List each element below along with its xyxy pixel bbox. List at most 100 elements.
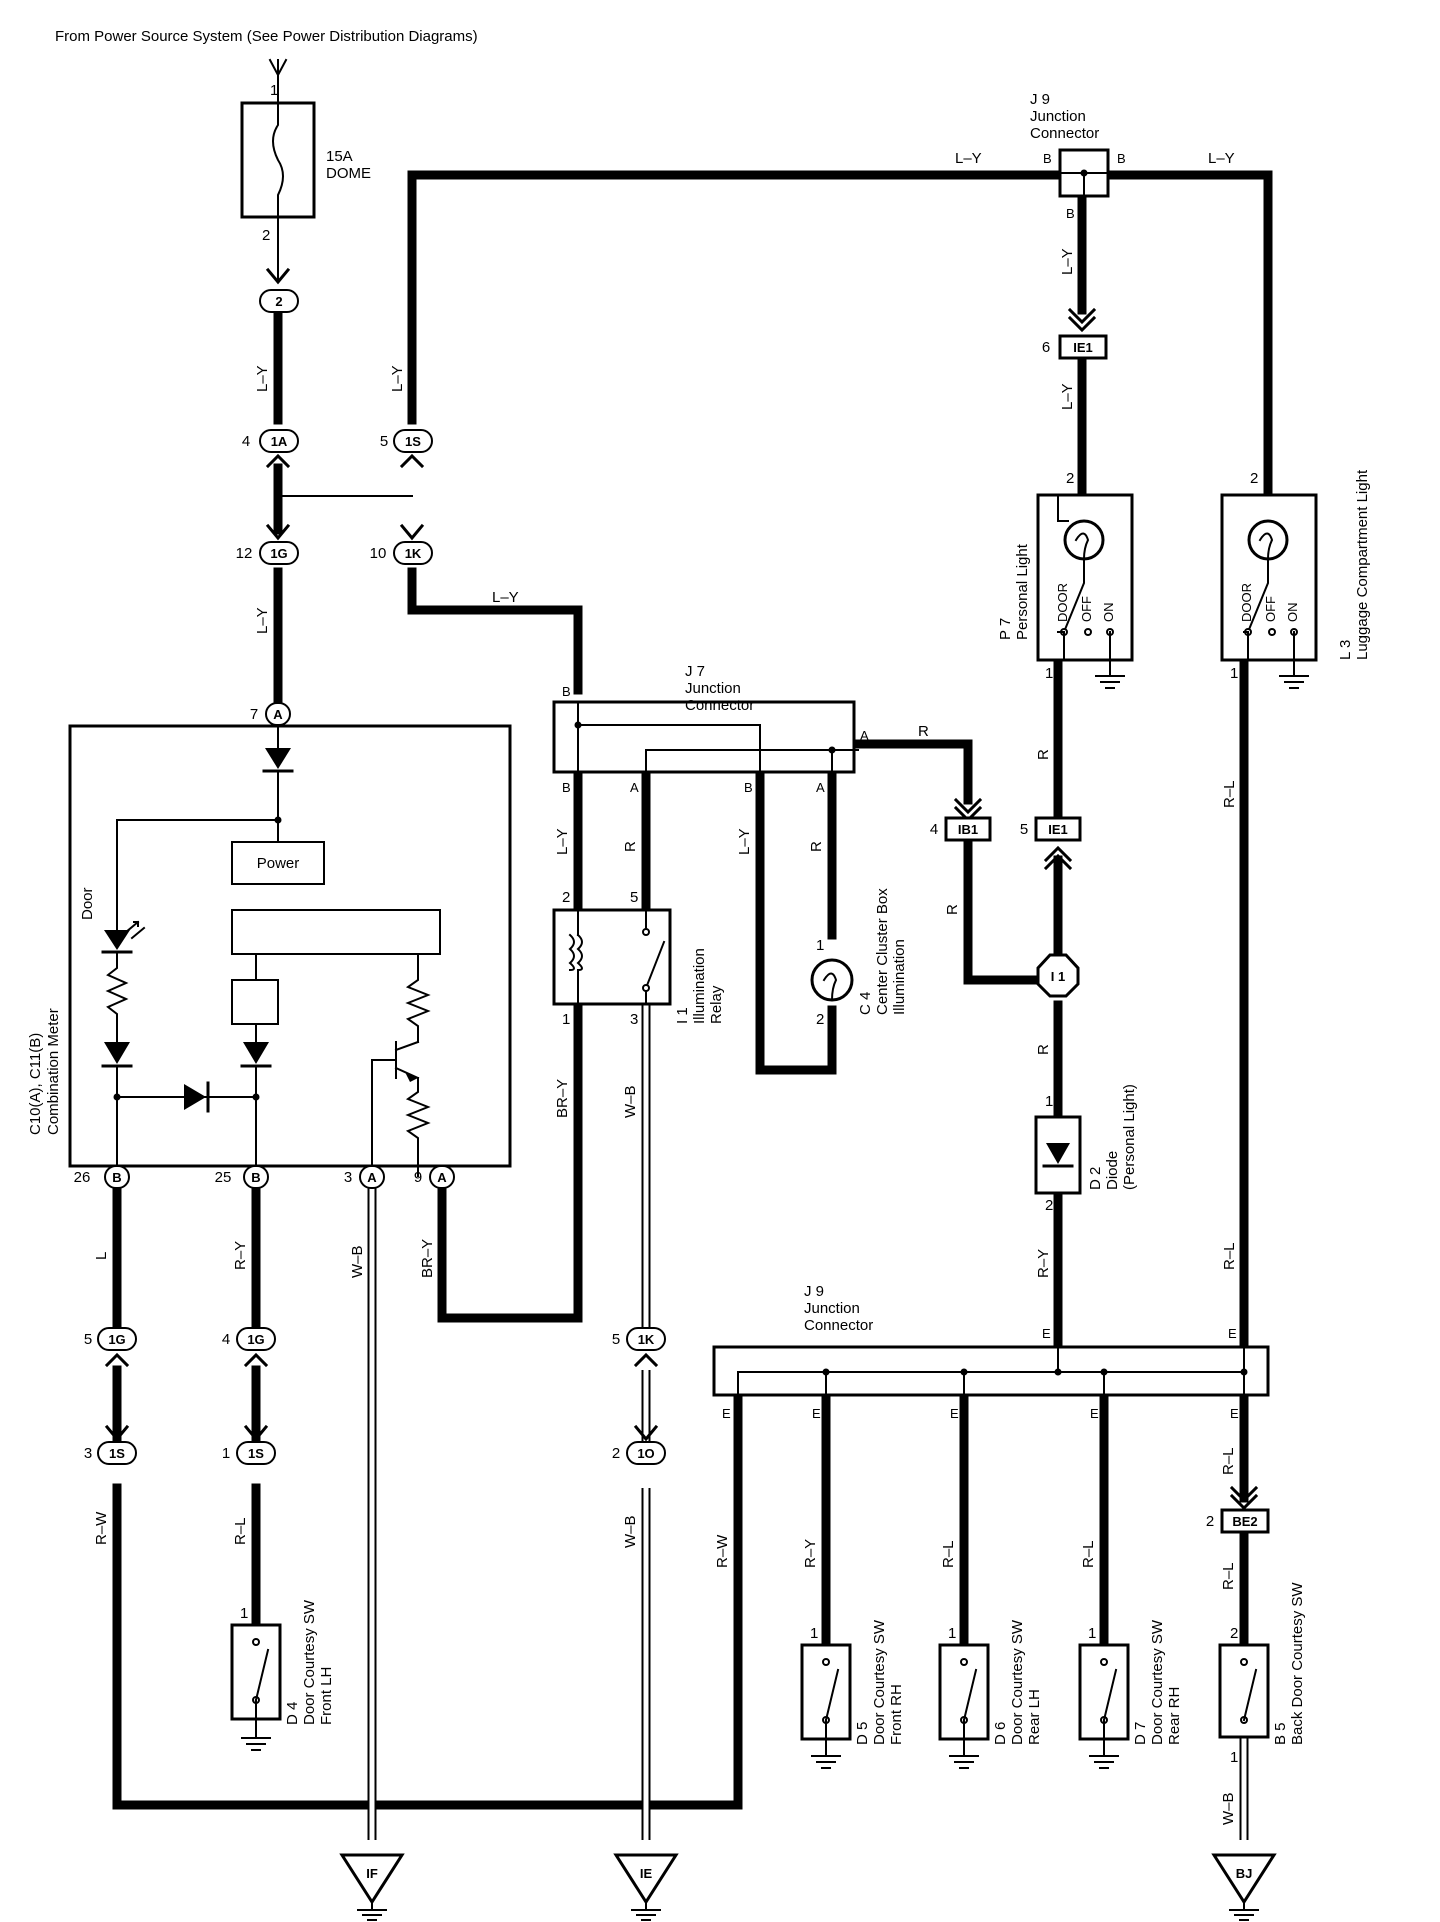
svg-text:1: 1 [810,1625,818,1642]
diagram-title: From Power Source System (See Power Dist… [55,28,478,45]
svg-text:1: 1 [816,937,824,954]
svg-text:1: 1 [1045,1093,1053,1110]
junction-connector-j9-top: J 9 Junction Connector B B B [1030,91,1126,221]
svg-text:A: A [630,780,639,795]
arrow-marks [104,267,1259,1511]
svg-text:W–B: W–B [622,1085,639,1118]
pin-5: 5 [380,433,388,450]
svg-text:D 2: D 2 [1087,1167,1104,1190]
svg-text:Power: Power [257,855,300,872]
svg-text:Back Door Courtesy SW: Back Door Courtesy SW [1289,1582,1306,1745]
svg-text:L–Y: L–Y [554,828,571,855]
svg-text:1: 1 [1088,1625,1096,1642]
svg-text:IB1: IB1 [958,822,978,837]
svg-text:R–Y: R–Y [802,1539,819,1568]
svg-text:D 4: D 4 [284,1702,301,1725]
svg-text:Junction: Junction [804,1300,860,1317]
svg-text:3: 3 [84,1445,92,1462]
door-switch-d6: 1 D 6 Door Courtesy SW Rear LH [938,1619,1043,1769]
svg-text:A: A [860,728,869,743]
connector-ie1-top: IE1 6 [1042,334,1108,360]
center-cluster-box-illumination: 1 2 C 4 Center Cluster Box Illumination [810,888,908,1028]
svg-text:Connector: Connector [804,1317,873,1334]
svg-text:J 9: J 9 [804,1283,824,1300]
svg-text:R–L: R–L [1220,1447,1237,1475]
svg-text:1: 1 [1230,1749,1238,1766]
svg-text:5: 5 [612,1331,620,1348]
diode-d2: 1 2 D 2 Diode (Personal Light) [1034,1084,1138,1214]
svg-text:R–L: R–L [1221,780,1238,808]
svg-text:2: 2 [1206,1513,1214,1530]
svg-text:L: L [93,1252,110,1260]
svg-text:Door Courtesy SW: Door Courtesy SW [871,1619,888,1745]
svg-text:W–B: W–B [622,1515,639,1548]
svg-text:2: 2 [1250,470,1258,487]
door-switch-d5: 1 D 5 Door Courtesy SW Front RH [800,1619,905,1769]
pin-10: 10 [370,545,387,562]
svg-text:R: R [1035,1044,1052,1055]
svg-text:Illumination: Illumination [891,939,908,1015]
combination-meter: A 7 Power Door C10(A), C11(B) [27,699,512,1177]
svg-text:R: R [1035,749,1052,760]
svg-text:BR–Y: BR–Y [554,1079,571,1118]
svg-text:1: 1 [562,1011,570,1028]
svg-text:J 9: J 9 [1030,91,1050,108]
svg-text:(Personal Light): (Personal Light) [1121,1084,1138,1190]
svg-text:7: 7 [250,706,258,723]
svg-text:J 7: J 7 [685,663,705,680]
connector-ib1-ie1: IB1 4 IE1 5 [930,816,1082,842]
svg-text:L–Y: L–Y [1059,383,1076,410]
pin-4: 4 [242,433,250,450]
ground-ie: IE [613,1853,679,1921]
svg-text:9: 9 [414,1169,422,1186]
svg-text:R–W: R–W [714,1534,731,1568]
svg-text:BJ: BJ [1236,1866,1253,1881]
svg-text:I 1: I 1 [1051,969,1065,984]
svg-text:Door Courtesy SW: Door Courtesy SW [1149,1619,1166,1745]
svg-text:2: 2 [1045,1197,1053,1214]
svg-text:BE2: BE2 [1232,1514,1257,1529]
svg-text:B: B [1066,206,1075,221]
svg-text:3: 3 [630,1011,638,1028]
svg-text:R: R [944,904,961,915]
illumination-relay: 2 5 1 3 I 1 Illumination Relay [552,889,725,1028]
svg-text:W–B: W–B [1220,1792,1237,1825]
svg-text:E: E [1090,1406,1099,1421]
svg-text:L–Y: L–Y [955,150,982,167]
round-connectors: 2 1A 4 1S 5 1G 12 1K 10 1G 5 1G 4 1K 5 1… [84,289,666,1465]
svg-text:5: 5 [84,1331,92,1348]
svg-text:IE1: IE1 [1073,340,1093,355]
svg-text:P 7: P 7 [997,618,1014,640]
svg-text:1: 1 [1045,665,1053,682]
ground-bj: BJ [1211,1853,1277,1921]
svg-text:Illumination: Illumination [691,948,708,1024]
svg-text:R–W: R–W [93,1511,110,1545]
svg-text:L–Y: L–Y [1208,150,1235,167]
svg-text:1: 1 [948,1625,956,1642]
svg-text:Personal Light: Personal Light [1014,543,1031,640]
junction-i1: I 1 [1036,953,1080,998]
svg-text:L–Y: L–Y [254,365,271,392]
svg-text:2: 2 [1230,1625,1238,1642]
svg-text:Connector: Connector [685,697,754,714]
svg-text:E: E [1042,1326,1051,1341]
svg-text:B: B [562,780,571,795]
svg-text:C10(A), C11(B): C10(A), C11(B) [27,1033,44,1135]
svg-text:DOOR: DOOR [1239,583,1254,622]
svg-text:3: 3 [344,1169,352,1186]
svg-text:R: R [808,841,825,852]
svg-text:5: 5 [1020,821,1028,838]
svg-text:Junction: Junction [685,680,741,697]
svg-text:B: B [112,1170,121,1185]
svg-text:W–B: W–B [349,1245,366,1278]
svg-text:L–Y: L–Y [1059,248,1076,275]
svg-text:E: E [812,1406,821,1421]
thick-wires [112,170,1273,1810]
svg-text:Luggage Compartment Light: Luggage Compartment Light [1354,469,1371,660]
connector-1g-top: 1G [270,546,287,561]
svg-text:E: E [950,1406,959,1421]
svg-text:B: B [562,684,571,699]
svg-text:R–L: R–L [1221,1242,1238,1270]
svg-text:D 7: D 7 [1132,1722,1149,1745]
junction-connector-j7: J 7 Junction Connector B A B A B A [552,663,869,795]
